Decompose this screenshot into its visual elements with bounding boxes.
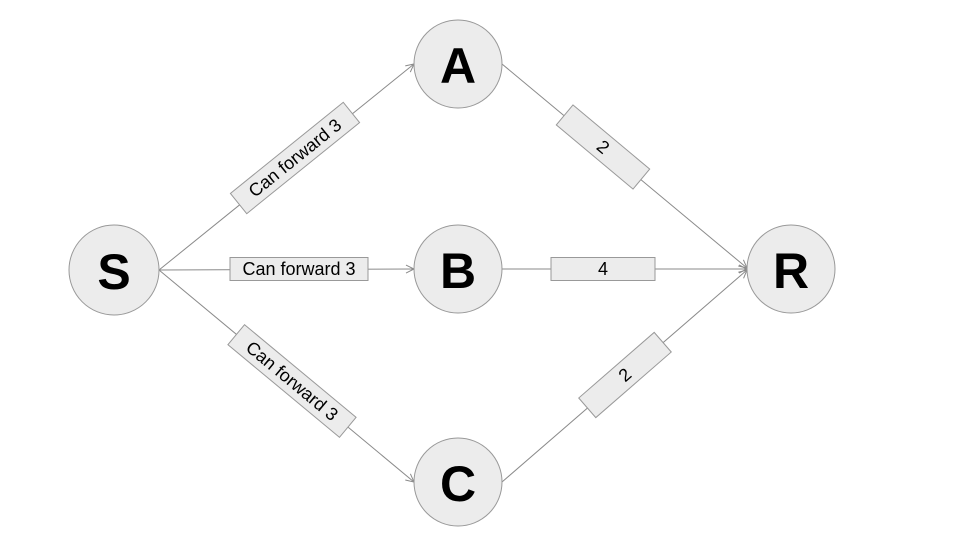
nodes: S A B C R (68, 19, 836, 527)
edge-label-b-r: 4 (550, 257, 656, 281)
edge-label-s-c-text: Can forward 3 (242, 337, 342, 425)
node-s-circle (68, 224, 160, 316)
edge-label-c-r: 2 (578, 331, 672, 419)
edge-label-s-a-text: Can forward 3 (245, 115, 346, 202)
node-b-label: B (440, 243, 476, 299)
edge-label-a-r: 2 (555, 104, 651, 190)
node-r-circle (746, 224, 836, 314)
node-s-label: S (97, 244, 130, 300)
edge-label-a-r-box (555, 104, 651, 190)
edge-label-b-r-text: 4 (598, 259, 608, 279)
edge-label-s-a-box (229, 101, 361, 215)
edge-label-c-r-box (578, 331, 672, 419)
node-c-circle (413, 437, 503, 527)
node-c-label: C (440, 456, 476, 512)
edge-label-b-r-box (550, 257, 656, 281)
node-b: B (413, 224, 503, 314)
node-a-label: A (440, 38, 476, 94)
node-b-circle (413, 224, 503, 314)
edge-label-s-b: Can forward 3 (229, 257, 369, 281)
node-a: A (413, 19, 503, 109)
edge-label-s-c-box (227, 323, 357, 439)
node-s: S (68, 224, 160, 316)
edge-label-s-b-text: Can forward 3 (242, 259, 355, 279)
node-r: R (746, 224, 836, 314)
edge-label-s-a: Can forward 3 (229, 101, 361, 215)
node-a-circle (413, 19, 503, 109)
node-c: C (413, 437, 503, 527)
edge-label-s-b-box (229, 257, 369, 281)
edge-label-s-c: Can forward 3 (227, 323, 357, 439)
node-r-label: R (773, 243, 809, 299)
